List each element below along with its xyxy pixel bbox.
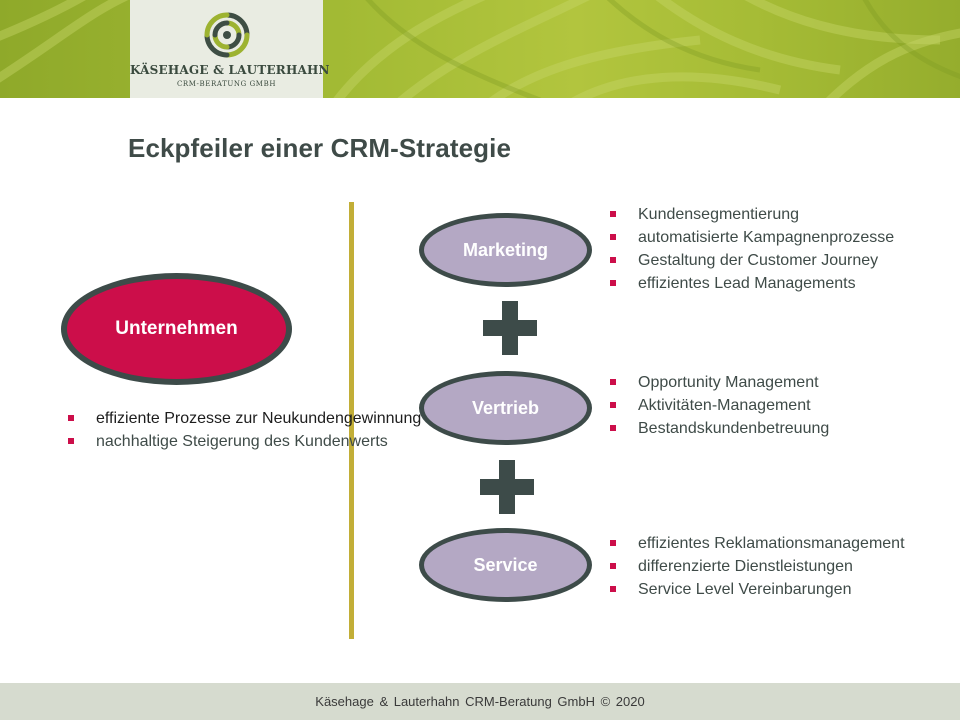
list-item: Opportunity Management [608, 371, 829, 394]
list-item: Gestaltung der Customer Journey [608, 249, 894, 272]
list-item: differenzierte Dienstleistungen [608, 555, 905, 578]
bullet-square-icon [610, 563, 616, 569]
bullet-square-icon [610, 402, 616, 408]
list-item: nachhaltige Steigerung des Kundenwerts [66, 430, 388, 453]
vertrieb-bullet-list: Opportunity Management Aktivitäten-Manag… [608, 371, 829, 440]
marketing-ellipse: Marketing [419, 213, 592, 287]
bullet-square-icon [610, 425, 616, 431]
list-item: Service Level Vereinbarungen [608, 578, 905, 601]
service-bullet-list: effizientes Reklamationsmanagement diffe… [608, 532, 905, 601]
swirl-background [0, 0, 960, 98]
list-item: effiziente Prozesse zur Neukundengewinnu… [66, 407, 421, 430]
vertrieb-label: Vertrieb [471, 397, 540, 418]
bullet-square-icon [610, 234, 616, 240]
marketing-label: Marketing [462, 239, 549, 260]
list-item: automatisierte Kampagnenprozesse [608, 226, 894, 249]
list-item: effizientes Lead Managements [608, 272, 894, 295]
marketing-bullet-list: Kundensegmentierung automatisierte Kampa… [608, 203, 894, 295]
vertrieb-ellipse: Vertrieb [419, 371, 592, 445]
plus-icon [483, 301, 537, 355]
plus-icon [480, 460, 534, 514]
list-item: Bestandskundenbetreuung [608, 417, 829, 440]
header-banner: KÄSEHAGE & LAUTERHAHN CRM-BERATUNG GMBH [0, 0, 960, 98]
company-logo: KÄSEHAGE & LAUTERHAHN CRM-BERATUNG GMBH [130, 0, 330, 98]
bullet-square-icon [68, 438, 74, 444]
service-ellipse: Service [419, 528, 592, 602]
bullet-square-icon [610, 540, 616, 546]
bullet-square-icon [610, 257, 616, 263]
footer-bar: Käsehage & Lauterhahn CRM-Beratung GmbH … [0, 683, 960, 720]
footer-copyright: Käsehage & Lauterhahn CRM-Beratung GmbH … [315, 694, 645, 709]
company-label: Unternehmen [115, 318, 238, 339]
swirl-logo-icon [204, 12, 250, 58]
list-item: Kundensegmentierung [608, 203, 894, 226]
list-item: effizientes Reklamationsmanagement [608, 532, 905, 555]
logo-subtitle: CRM-BERATUNG GMBH [176, 80, 277, 88]
list-item: Aktivitäten-Management [608, 394, 829, 417]
vertical-divider [349, 202, 354, 639]
bullet-square-icon [610, 379, 616, 385]
service-label: Service [473, 554, 538, 575]
bullet-square-icon [68, 415, 74, 421]
company-ellipse: Unternehmen [61, 273, 292, 385]
company-bullet-list: effiziente Prozesse zur Neukundengewinnu… [66, 407, 421, 453]
slide-title: Eckpfeiler einer CRM-Strategie [128, 133, 512, 163]
bullet-square-icon [610, 586, 616, 592]
bullet-square-icon [610, 280, 616, 286]
logo-name: KÄSEHAGE & LAUTERHAHN [130, 63, 330, 77]
bullet-square-icon [610, 211, 616, 217]
